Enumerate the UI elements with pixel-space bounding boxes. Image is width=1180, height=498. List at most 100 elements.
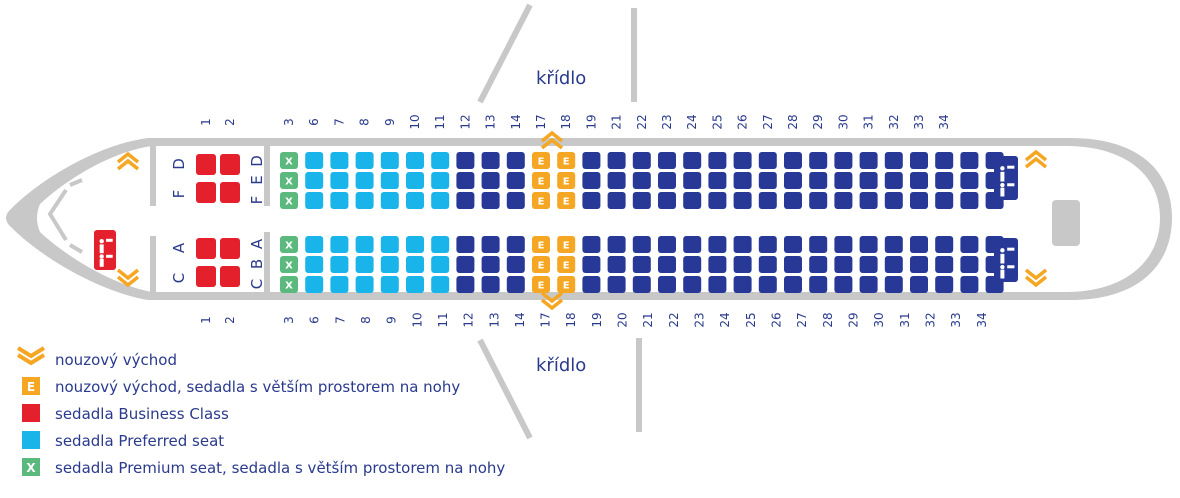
seat-standard[interactable] [582,276,601,293]
seat-standard[interactable] [884,256,903,273]
seat-standard[interactable] [910,236,928,253]
seat-preferred[interactable] [355,192,374,209]
seat-standard[interactable] [758,152,777,169]
seat-standard[interactable] [960,256,979,273]
seat-standard[interactable] [960,276,979,293]
seat-standard[interactable] [658,276,676,293]
seat-standard[interactable] [910,256,928,273]
seat-standard[interactable] [910,276,928,293]
seat-standard[interactable] [733,172,752,189]
seat-exit[interactable] [557,256,576,273]
seat-preferred[interactable] [305,236,324,253]
seat-standard[interactable] [506,192,525,209]
seat-standard[interactable] [481,256,500,273]
seat-standard[interactable] [506,276,525,293]
seat-standard[interactable] [834,152,853,169]
seat-standard[interactable] [859,276,878,293]
seat-standard[interactable] [935,172,954,189]
seat-preferred[interactable] [330,236,349,253]
seat-standard[interactable] [658,152,676,169]
seat-standard[interactable] [784,236,802,253]
seat-standard[interactable] [733,276,752,293]
seat-standard[interactable] [733,256,752,273]
seat-preferred[interactable] [431,192,450,209]
seat-business[interactable] [220,266,240,287]
seat-standard[interactable] [506,152,525,169]
seat-preferred[interactable] [431,256,450,273]
seat-standard[interactable] [884,152,903,169]
seat-preferred[interactable] [380,236,399,253]
seat-standard[interactable] [809,172,828,189]
seat-standard[interactable] [456,172,475,189]
seat-standard[interactable] [758,256,777,273]
seat-standard[interactable] [683,172,702,189]
seat-standard[interactable] [784,152,802,169]
seat-standard[interactable] [960,152,979,169]
seat-premium[interactable] [280,192,298,209]
seat-preferred[interactable] [380,152,399,169]
seat-standard[interactable] [884,276,903,293]
seat-standard[interactable] [708,192,727,209]
seat-standard[interactable] [632,152,651,169]
seat-standard[interactable] [456,236,475,253]
seat-preferred[interactable] [406,172,424,189]
seat-preferred[interactable] [305,172,324,189]
seat-standard[interactable] [708,152,727,169]
seat-standard[interactable] [683,192,702,209]
seat-preferred[interactable] [431,152,450,169]
seat-business[interactable] [196,154,216,175]
seat-standard[interactable] [960,172,979,189]
seat-standard[interactable] [658,256,676,273]
seat-standard[interactable] [708,172,727,189]
seat-standard[interactable] [632,276,651,293]
seat-standard[interactable] [935,276,954,293]
seat-standard[interactable] [960,192,979,209]
seat-standard[interactable] [809,236,828,253]
seat-standard[interactable] [632,236,651,253]
seat-standard[interactable] [859,172,878,189]
seat-preferred[interactable] [380,256,399,273]
seat-standard[interactable] [607,276,626,293]
seat-standard[interactable] [884,172,903,189]
seat-standard[interactable] [683,236,702,253]
seat-premium[interactable] [280,256,298,273]
seat-preferred[interactable] [431,276,450,293]
seat-standard[interactable] [607,256,626,273]
seat-standard[interactable] [859,256,878,273]
seat-standard[interactable] [910,172,928,189]
seat-preferred[interactable] [330,192,349,209]
seat-business[interactable] [196,266,216,287]
seat-preferred[interactable] [406,192,424,209]
seat-standard[interactable] [935,192,954,209]
seat-exit[interactable] [557,152,576,169]
seat-standard[interactable] [784,192,802,209]
seat-preferred[interactable] [330,276,349,293]
seat-standard[interactable] [582,236,601,253]
seat-standard[interactable] [708,256,727,273]
seat-preferred[interactable] [330,172,349,189]
seat-standard[interactable] [582,192,601,209]
seat-preferred[interactable] [305,152,324,169]
seat-preferred[interactable] [355,276,374,293]
seat-standard[interactable] [683,256,702,273]
seat-standard[interactable] [834,256,853,273]
seat-preferred[interactable] [355,172,374,189]
seat-preferred[interactable] [305,276,324,293]
seat-standard[interactable] [758,276,777,293]
seat-preferred[interactable] [380,276,399,293]
seat-standard[interactable] [935,152,954,169]
seat-premium[interactable] [280,276,298,293]
seat-standard[interactable] [683,276,702,293]
seat-standard[interactable] [658,172,676,189]
seat-exit[interactable] [532,172,550,189]
seat-standard[interactable] [809,276,828,293]
seat-standard[interactable] [708,276,727,293]
seat-preferred[interactable] [406,236,424,253]
seat-preferred[interactable] [380,172,399,189]
seat-exit[interactable] [532,256,550,273]
seat-standard[interactable] [884,236,903,253]
seat-business[interactable] [220,182,240,203]
seat-standard[interactable] [582,152,601,169]
seat-business[interactable] [220,154,240,175]
seat-standard[interactable] [733,192,752,209]
